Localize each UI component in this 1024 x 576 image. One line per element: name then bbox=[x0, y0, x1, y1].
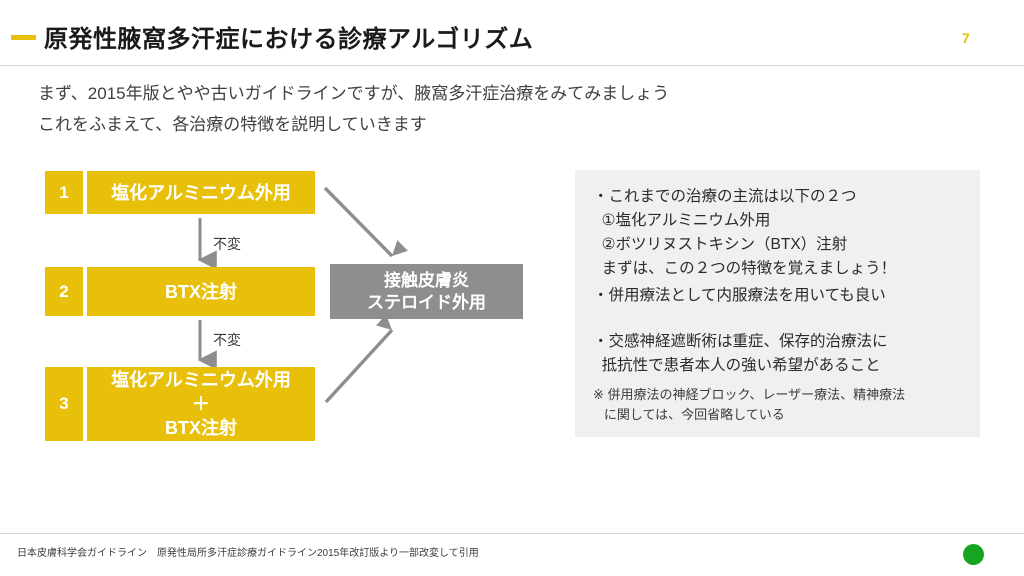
flow-step-2-divider bbox=[83, 267, 87, 316]
header-divider bbox=[0, 65, 1024, 66]
brand-logo-dot-icon bbox=[963, 544, 984, 565]
adverse-event-line1: 接触皮膚炎 bbox=[384, 270, 469, 290]
info-panel-item-2: ・併用療法として内服療法を用いても良い bbox=[593, 287, 886, 304]
flow-step-2[interactable]: 2 BTX注射 bbox=[45, 267, 315, 316]
flow-step-3-divider bbox=[83, 367, 87, 441]
flow-step-3-label: 塩化アルミニウム外用 ＋ BTX注射 bbox=[87, 367, 315, 441]
flow-step-1-label: 塩化アルミニウム外用 bbox=[87, 171, 315, 214]
info-panel-item-3: ・交感神経遮断術は重症、保存的治療法に 抵抗性で患者本人の強い希望があること bbox=[593, 333, 888, 374]
page-title: 原発性腋窩多汗症における診療アルゴリズム bbox=[44, 26, 534, 53]
flow-step-3-number: 3 bbox=[45, 367, 83, 441]
transition-label-2: 不変 bbox=[213, 332, 241, 348]
page-number: 7 bbox=[962, 30, 970, 46]
flow-step-1[interactable]: 1 塩化アルミニウム外用 bbox=[45, 171, 315, 214]
flow-step-3-label-line2: ＋ bbox=[192, 394, 210, 414]
flow-step-2-label-line1: BTX注射 bbox=[165, 281, 237, 302]
subtitle-line-1: まず、2015年版とやや古いガイドラインですが、腋窩多汗症治療をみてみましょう bbox=[38, 84, 670, 103]
subtitle-line-2: これをふまえて、各治療の特徴を説明していきます bbox=[38, 115, 427, 134]
adverse-event-line2: ステロイド外用 bbox=[367, 292, 486, 312]
info-panel-item-1: ・これまでの治療の主流は以下の２つ ①塩化アルミニウム外用 ②ボツリヌストキシン… bbox=[593, 188, 897, 277]
info-panel-note: ※ 併用療法の神経ブロック、レーザー療法、精神療法 に関しては、今回省略している bbox=[593, 387, 906, 422]
transition-label-1: 不変 bbox=[213, 236, 241, 252]
flow-step-2-number: 2 bbox=[45, 267, 83, 316]
info-panel: ・これまでの治療の主流は以下の２つ ①塩化アルミニウム外用 ②ボツリヌストキシン… bbox=[575, 170, 980, 437]
flow-step-1-label-line1: 塩化アルミニウム外用 bbox=[111, 182, 291, 203]
flow-step-3-label-line3: BTX注射 bbox=[165, 418, 237, 438]
footer-source-citation: 日本皮膚科学会ガイドライン 原発性局所多汗症診療ガイドライン2015年改訂版より… bbox=[17, 548, 479, 559]
flow-step-2-label: BTX注射 bbox=[87, 267, 315, 316]
flow-step-3[interactable]: 3 塩化アルミニウム外用 ＋ BTX注射 bbox=[45, 367, 315, 441]
footer-divider bbox=[0, 533, 1024, 534]
flow-step-1-divider bbox=[83, 171, 87, 214]
subtitle-block: まず、2015年版とやや古いガイドラインですが、腋窩多汗症治療をみてみましょう … bbox=[38, 78, 858, 140]
flow-step-3-label-line1: 塩化アルミニウム外用 bbox=[111, 370, 291, 390]
adverse-event-box[interactable]: 接触皮膚炎 ステロイド外用 bbox=[330, 264, 523, 319]
title-accent-bar bbox=[11, 35, 36, 40]
slide-header: 原発性腋窩多汗症における診療アルゴリズム 7 bbox=[0, 0, 1024, 66]
flow-step-1-number: 1 bbox=[45, 171, 83, 214]
treatment-algorithm-flowchart: 1 塩化アルミニウム外用 不変 2 BTX注射 不変 3 塩化アルミニウム外用 … bbox=[45, 171, 523, 441]
